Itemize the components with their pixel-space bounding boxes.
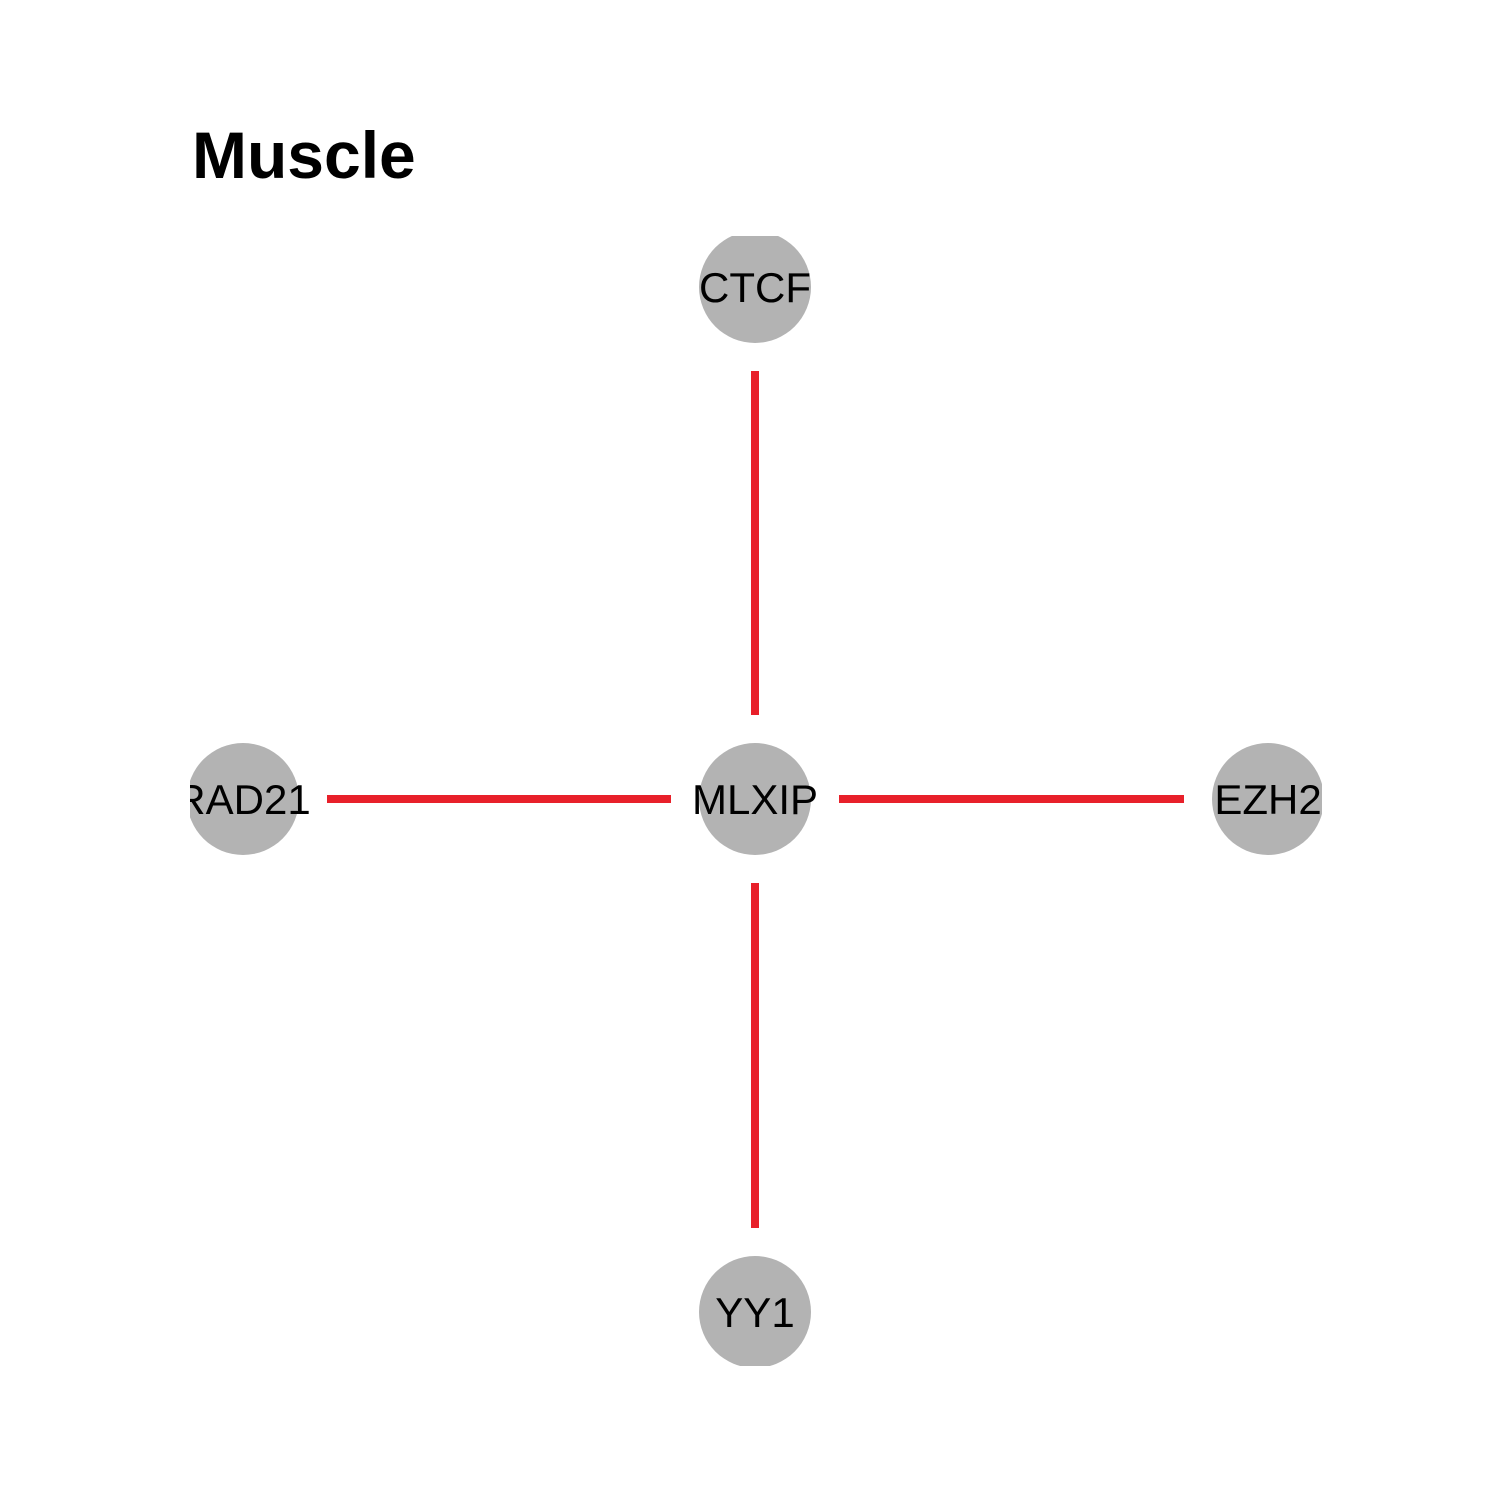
- node-ezh2: EZH2: [1212, 743, 1322, 855]
- node-rad21: RAD21: [175, 743, 311, 855]
- node-circle: [699, 236, 811, 343]
- diagram-title: Muscle: [192, 118, 416, 192]
- node-mlxip: MLXIP: [692, 743, 818, 855]
- node-circle: [1212, 743, 1322, 855]
- node-label: RAD21: [175, 776, 310, 823]
- node-yy1: YY1: [699, 1256, 811, 1366]
- node-label: EZH2: [1214, 776, 1321, 823]
- node-circle: [699, 743, 811, 855]
- node-label: YY1: [715, 1289, 794, 1336]
- node-circle: [699, 1256, 811, 1366]
- node-circle: [190, 743, 299, 855]
- edges-layer: [327, 371, 1184, 1228]
- node-label: MLXIP: [692, 776, 818, 823]
- node-ctcf: CTCF: [699, 236, 811, 343]
- node-label: CTCF: [699, 264, 811, 311]
